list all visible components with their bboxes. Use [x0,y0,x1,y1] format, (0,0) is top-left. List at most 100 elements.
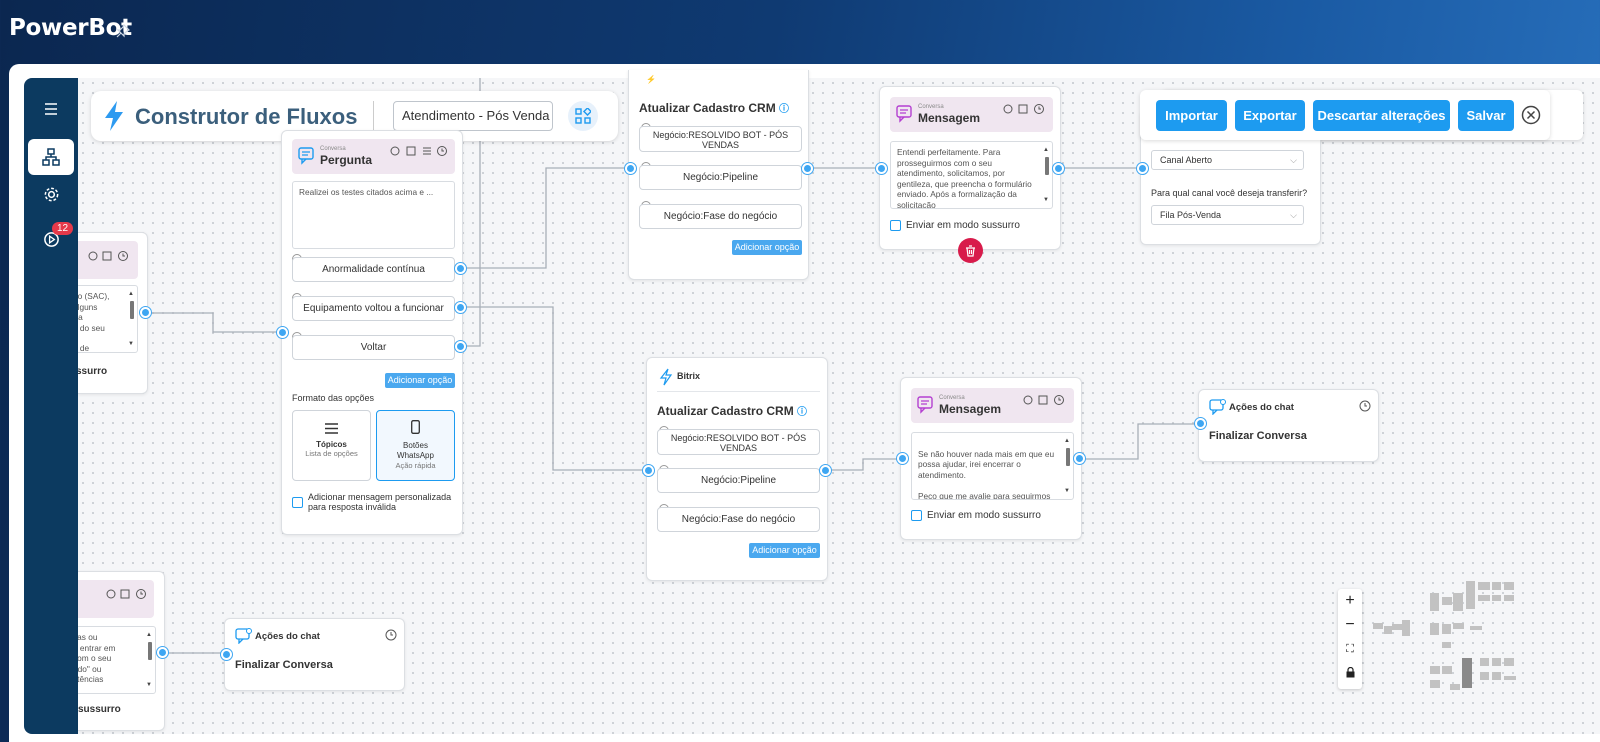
chat-actions-node[interactable]: Ações do chat Finalizar Conversa [224,618,405,691]
add-option-button[interactable]: Adicionar opção [749,543,820,558]
play-notifications-icon[interactable]: 12 [28,221,74,257]
transfer-question: Para qual canal você deseja transferir? [1151,188,1308,198]
close-icon[interactable] [1521,105,1541,125]
import-button[interactable]: Importar [1156,100,1227,131]
output-port[interactable] [455,302,466,313]
text-line: ado" ou [78,663,102,674]
input-port[interactable] [876,163,887,174]
input-port[interactable] [643,465,654,476]
question-node[interactable]: Conversa Pergunta Realizei os testes cit… [281,130,463,535]
message-node-partial[interactable]: ças ou e entrar em com o seu ado" ou stê… [78,571,165,731]
pin-icon[interactable] [116,24,130,38]
node-action-icons[interactable] [390,145,450,157]
lock-button[interactable] [1338,662,1362,686]
crm-option[interactable]: Negócio:Fase do negócio [639,204,802,229]
add-option-button[interactable]: Adicionar opção [732,240,802,255]
scrollbar[interactable]: ▲▼ [146,632,152,688]
discard-changes-button[interactable]: Descartar alterações [1313,100,1450,131]
node-action-icons[interactable] [106,588,148,600]
option-item[interactable]: Equipamento voltou a funcionar [292,296,455,321]
node-action-icons[interactable] [1023,394,1067,406]
save-button[interactable]: Salvar [1458,100,1514,131]
scrollbar[interactable]: ▲▼ [1064,438,1070,494]
output-port[interactable] [1074,453,1085,464]
output-port[interactable] [820,465,831,476]
divider [657,391,820,392]
message-text[interactable]: ças ou e entrar em com o seu ado" ou stê… [78,626,156,694]
custom-invalid-checkbox[interactable] [292,497,303,508]
input-port[interactable] [1137,163,1148,174]
lightning-icon [105,101,123,131]
crm-option[interactable]: Negócio:RESOLVIDO BOT - PÓS VENDAS [639,126,802,152]
crm-option[interactable]: Negócio:RESOLVIDO BOT - PÓS VENDAS [657,429,820,455]
input-port[interactable] [625,163,636,174]
export-button[interactable]: Exportar [1235,100,1305,131]
transfer-type-select[interactable]: Canal Aberto⌵ [1151,150,1304,170]
output-port[interactable] [802,163,813,174]
message-text[interactable]: do (SAC), alguns r a e do seu h de ▲▼ [78,285,138,353]
add-option-button[interactable]: Adicionar opção [385,373,455,388]
whisper-checkbox[interactable] [890,220,901,231]
custom-invalid-label: Adicionar mensagem personalizada para re… [308,492,452,512]
message-text[interactable]: Entendi perfeitamente. Para prosseguirmo… [890,141,1053,209]
app-title: PowerBot [9,15,132,41]
input-port[interactable] [221,649,232,660]
option-item[interactable]: Anormalidade contínua [292,257,455,282]
format-topics-sub: Lista de opções [305,449,358,458]
info-icon[interactable]: ⓘ [779,104,790,115]
node-header [911,388,1074,423]
message-node[interactable]: Conversa Mensagem Se não houver nada mai… [900,377,1082,540]
scrollbar[interactable]: ▲▼ [128,291,134,347]
chat-action-icon [1209,399,1226,415]
delete-node-button[interactable] [958,238,983,263]
input-port[interactable] [897,453,908,464]
crm-update-node[interactable]: ⚡ Atualizar Cadastro CRM ⓘ − Negócio:RES… [628,70,809,280]
output-port[interactable] [157,647,168,658]
flow-name-field[interactable]: Atendimento - Pós Venda [393,101,553,131]
output-port[interactable] [140,307,151,318]
gear-icon[interactable] [28,176,74,212]
message-text[interactable]: Se não houver nada mais em que eu possa … [911,432,1074,500]
message-text-content: Se não houver nada mais em que eu possa … [918,448,1055,500]
menu-icon[interactable] [28,91,74,127]
crm-option[interactable]: Negócio:Pipeline [639,165,802,190]
output-port[interactable] [455,263,466,274]
scrollbar[interactable]: ▲▼ [1043,147,1049,203]
clock-icon[interactable] [1359,400,1371,412]
zoom-in-button[interactable]: + [1345,592,1355,609]
crm-option[interactable]: Negócio:Fase do negócio [657,507,820,532]
message-node[interactable]: Conversa Mensagem Entendi perfeitamente.… [879,86,1061,250]
transfer-channel-select[interactable]: Fila Pós-Venda⌵ [1151,205,1304,225]
format-topics-option[interactable]: Tópicos Lista de opções [292,410,371,481]
node-action-icons[interactable] [88,250,130,262]
node-title: Mensagem [918,111,981,125]
info-icon[interactable]: ⓘ [797,407,808,418]
zoom-out-button[interactable]: − [1345,616,1355,633]
finalize-label: Finalizar Conversa [235,659,333,671]
clock-icon[interactable] [385,629,397,641]
question-text[interactable]: Realizei os testes citados acima e ... [292,181,455,249]
page-title: Construtor de Fluxos [135,104,358,129]
flow-nav-icon[interactable] [28,139,74,175]
node-action-icons[interactable] [1003,103,1047,115]
input-port[interactable] [277,327,288,338]
message-node-partial[interactable]: do (SAC), alguns r a e do seu h de ▲▼ ss… [78,232,148,394]
phone-icon [411,420,420,434]
bitrix-crm-node[interactable]: Bitrix Atualizar Cadastro CRM ⓘ − Negóci… [646,357,828,581]
input-port[interactable] [1195,418,1206,429]
crm-option[interactable]: Negócio:Pipeline [657,468,820,493]
chat-actions-node[interactable]: Ações do chat Finalizar Conversa [1198,389,1379,462]
sidebar: 12 [24,78,78,734]
node-type-label: Conversa [320,146,346,152]
chevron-down-icon: ⌵ [1290,210,1297,220]
option-item[interactable]: Voltar [292,335,455,360]
bitrix-label: Bitrix [677,371,701,381]
output-port[interactable] [455,341,466,352]
zoom-controls: + − ⛶ [1338,589,1362,689]
flow-grid-button[interactable] [568,101,598,131]
output-port[interactable] [1053,163,1064,174]
fit-view-button[interactable]: ⛶ [1346,643,1354,655]
minimap[interactable] [1370,580,1550,700]
whisper-checkbox[interactable] [911,510,922,521]
format-whatsapp-option[interactable]: Botões WhatsApp Ação rápida [376,410,455,481]
